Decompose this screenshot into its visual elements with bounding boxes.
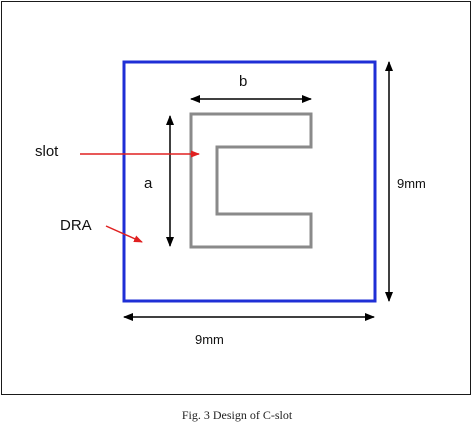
label-b: b (239, 73, 248, 90)
figure-caption: Fig. 3 Design of C-slot (181, 408, 293, 422)
dra-substrate (122, 60, 377, 303)
figure-frame (1, 1, 471, 395)
label-slot: slot (35, 143, 59, 160)
c-slot-outline (189, 112, 313, 249)
dra-pointer-arrow (105, 225, 143, 243)
label-a: a (144, 175, 153, 192)
label-height: 9mm (397, 176, 426, 191)
label-dra: DRA (60, 217, 92, 234)
label-width: 9mm (195, 332, 224, 347)
